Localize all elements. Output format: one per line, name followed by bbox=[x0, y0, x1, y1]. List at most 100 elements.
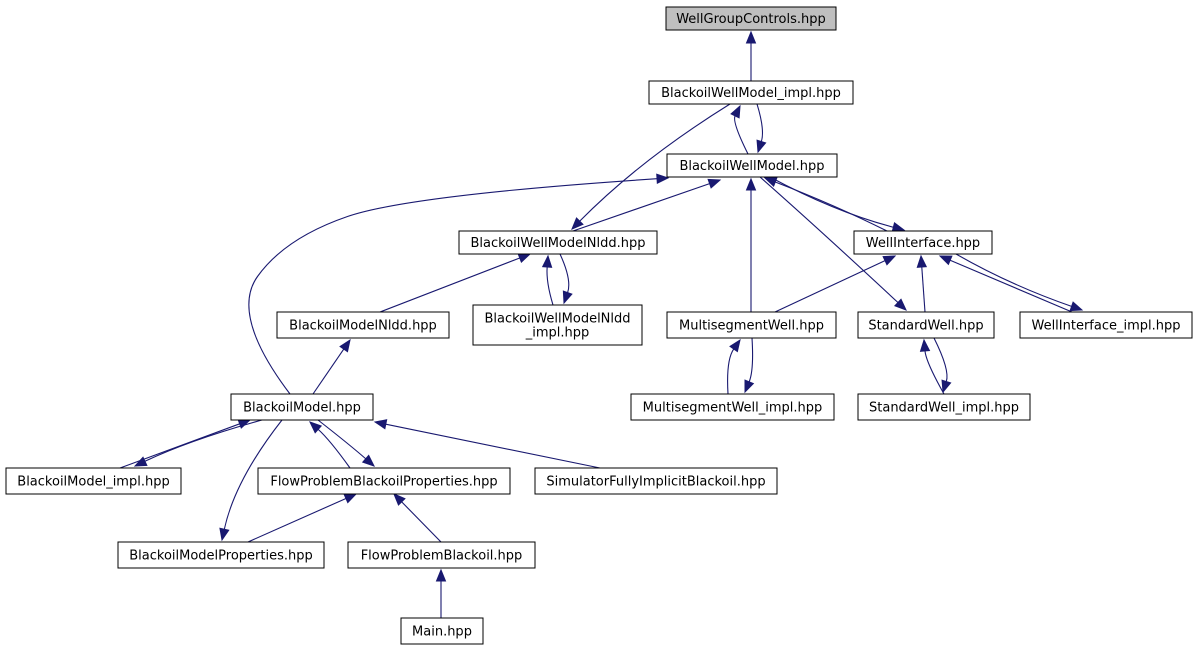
node-label: FlowProblemBlackoilProperties.hpp bbox=[270, 475, 497, 490]
edge-line bbox=[379, 257, 520, 313]
edge-bwm-to-bwmi bbox=[730, 104, 749, 155]
node-box bbox=[458, 230, 658, 255]
node-label: BlackoilWellModelNldd.hpp bbox=[471, 236, 646, 251]
edge-bm-to-fpbp bbox=[317, 419, 375, 467]
edge-bwmn-to-bwm bbox=[572, 178, 722, 232]
node-box bbox=[1019, 311, 1193, 339]
arrowhead bbox=[729, 338, 741, 353]
edge-msw-to-wi bbox=[774, 255, 897, 313]
edge-line bbox=[769, 176, 894, 228]
node-label: MultisegmentWell.hpp bbox=[679, 319, 824, 334]
edge-bm-to-bmn bbox=[312, 338, 351, 395]
edges bbox=[119, 30, 1084, 618]
arrowhead bbox=[919, 338, 931, 352]
arrowhead bbox=[891, 222, 906, 233]
node-box bbox=[347, 541, 536, 569]
node-box bbox=[117, 541, 325, 569]
edge-line bbox=[248, 178, 658, 395]
arrowhead bbox=[656, 173, 670, 184]
edge-mswi-to-msw bbox=[727, 338, 741, 395]
edge-fpb-to-fpbp bbox=[393, 493, 442, 543]
node-label: BlackoilModel.hpp bbox=[243, 401, 361, 416]
node-bwmn[interactable]: BlackoilWellModelNldd.hpp bbox=[458, 230, 658, 255]
edge-line bbox=[317, 428, 351, 469]
edge-line bbox=[385, 423, 601, 469]
edge-bmp-to-fpbp bbox=[247, 493, 358, 543]
edge-line bbox=[247, 497, 347, 543]
node-label: BlackoilModelProperties.hpp bbox=[129, 549, 313, 564]
node-sfib[interactable]: SimulatorFullyImplicitBlackoil.hpp bbox=[534, 467, 778, 495]
edge-sw-to-swi bbox=[933, 337, 952, 394]
edge-bm-to-bmi bbox=[133, 419, 263, 467]
node-bmi[interactable]: BlackoilModel_impl.hpp bbox=[5, 467, 182, 495]
node-sw[interactable]: StandardWell.hpp bbox=[857, 311, 995, 339]
node-label: BlackoilModel_impl.hpp bbox=[17, 475, 169, 490]
edge-line bbox=[317, 419, 367, 460]
node-mswi[interactable]: MultisegmentWell_impl.hpp bbox=[630, 393, 835, 421]
arrowhead bbox=[745, 30, 757, 44]
edge-line bbox=[924, 350, 945, 395]
node-label: BlackoilWellModel.hpp bbox=[679, 159, 824, 174]
node-swi[interactable]: StandardWell_impl.hpp bbox=[857, 393, 1031, 421]
edge-line bbox=[119, 423, 240, 469]
node-label: WellInterface_impl.hpp bbox=[1031, 319, 1180, 334]
edge-bwmi-to-wgc bbox=[745, 30, 757, 81]
node-wii[interactable]: WellInterface_impl.hpp bbox=[1019, 311, 1193, 339]
edge-bwmni-to-bwmn bbox=[541, 254, 554, 306]
node-bmp[interactable]: BlackoilModelProperties.hpp bbox=[117, 541, 325, 569]
node-fpb[interactable]: FlowProblemBlackoil.hpp bbox=[347, 541, 536, 569]
edge-bwm-to-sw bbox=[759, 176, 907, 311]
arrowhead bbox=[894, 298, 907, 311]
node-wi[interactable]: WellInterface.hpp bbox=[853, 230, 993, 255]
edge-sw-to-wi bbox=[916, 254, 928, 313]
arrowhead bbox=[517, 253, 532, 264]
node-msw[interactable]: MultisegmentWell.hpp bbox=[666, 311, 837, 339]
node-label: StandardWell.hpp bbox=[868, 319, 983, 334]
node-box bbox=[648, 80, 854, 105]
edge-line bbox=[144, 419, 263, 462]
edge-line bbox=[774, 260, 886, 313]
node-bm[interactable]: BlackoilModel.hpp bbox=[230, 393, 374, 421]
edge-main-to-fpb bbox=[435, 568, 447, 618]
arrowhead bbox=[938, 255, 953, 266]
edge-swi-to-sw bbox=[919, 338, 945, 395]
edge-line bbox=[401, 501, 442, 543]
node-box bbox=[257, 467, 511, 495]
node-box bbox=[857, 393, 1031, 421]
node-label: WellInterface.hpp bbox=[866, 236, 980, 251]
node-bmn[interactable]: BlackoilModelNldd.hpp bbox=[276, 311, 450, 339]
node-box bbox=[666, 311, 837, 339]
node-box bbox=[276, 311, 450, 339]
edge-line bbox=[756, 103, 763, 142]
node-wgc[interactable]: WellGroupControls.hpp bbox=[665, 6, 837, 31]
edge-line bbox=[734, 115, 749, 155]
edge-fpbp-to-bm bbox=[309, 421, 351, 469]
edge-bm-to-bmp bbox=[219, 419, 283, 542]
node-box bbox=[230, 393, 374, 421]
node-box bbox=[472, 304, 643, 346]
edge-wi-to-wii bbox=[955, 253, 1084, 312]
node-bwm[interactable]: BlackoilWellModel.hpp bbox=[666, 153, 838, 178]
node-bwmi[interactable]: BlackoilWellModel_impl.hpp bbox=[648, 80, 854, 105]
arrowhead bbox=[941, 379, 952, 394]
edge-line bbox=[546, 266, 554, 306]
edge-line bbox=[579, 103, 731, 222]
node-fpbp[interactable]: FlowProblemBlackoilProperties.hpp bbox=[257, 467, 511, 495]
node-label: FlowProblemBlackoil.hpp bbox=[361, 549, 523, 564]
node-bwmni[interactable]: BlackoilWellModelNldd_impl.hpp bbox=[472, 304, 643, 346]
arrowhead bbox=[745, 177, 757, 191]
arrowhead bbox=[571, 217, 584, 230]
edge-line bbox=[759, 176, 899, 303]
node-box bbox=[857, 311, 995, 339]
arrowhead bbox=[361, 454, 375, 467]
edge-bmn-to-bwmn bbox=[379, 253, 532, 313]
arrowhead bbox=[373, 419, 388, 430]
arrowhead bbox=[562, 290, 573, 305]
edge-bwmn-to-bwmni bbox=[559, 253, 573, 305]
node-label: WellGroupControls.hpp bbox=[676, 12, 826, 27]
node-main[interactable]: Main.hpp bbox=[400, 617, 484, 645]
arrowhead bbox=[1069, 301, 1084, 312]
node-label: SimulatorFullyImplicitBlackoil.hpp bbox=[546, 475, 765, 490]
node-box bbox=[534, 467, 778, 495]
